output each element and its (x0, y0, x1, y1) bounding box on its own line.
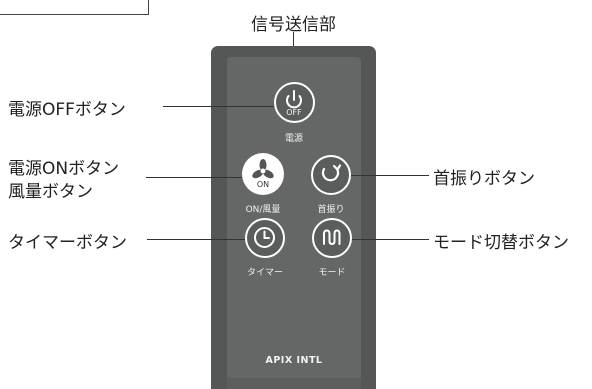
callout-mode: モード切替ボタン (433, 233, 569, 253)
fan-icon-text: ON (256, 180, 270, 189)
mode-label: モード (318, 268, 346, 278)
swing-button[interactable] (311, 155, 351, 195)
leader-power-off (163, 106, 274, 107)
leader-signal (293, 32, 294, 47)
leader-swing (351, 175, 429, 176)
timer-label: タイマー (246, 268, 283, 278)
power-off-button[interactable] (274, 82, 315, 123)
callout-fan: 風量ボタン (8, 182, 93, 202)
callout-swing: 首振りボタン (433, 169, 535, 189)
leader-timer (147, 239, 245, 240)
clock-icon (254, 227, 275, 248)
leader-mode (352, 239, 429, 240)
callout-timer: タイマーボタン (8, 233, 127, 253)
callout-power-on: 電源ONボタン (8, 159, 120, 179)
swing-arrow-icon (321, 164, 342, 182)
top-frame (0, 0, 149, 15)
swing-label: 首振り (317, 205, 345, 215)
power-off-icon-text: OFF (286, 108, 302, 117)
power-on-fan-button[interactable] (242, 153, 284, 195)
callout-power-off: 電源OFFボタン (8, 100, 126, 120)
timer-button[interactable] (245, 218, 285, 258)
brand-logo: APIX INTL (265, 355, 323, 366)
on-fan-label: ON/風量 (245, 205, 281, 215)
wave-icon (323, 229, 341, 245)
mode-button[interactable] (312, 218, 352, 258)
remote-bottom-edge (227, 378, 361, 389)
callout-signal: 信号送信部 (251, 15, 336, 35)
fan-icon (252, 159, 274, 179)
power-icon (286, 90, 302, 109)
power-label: 電源 (284, 134, 303, 144)
leader-power-on (146, 177, 242, 178)
